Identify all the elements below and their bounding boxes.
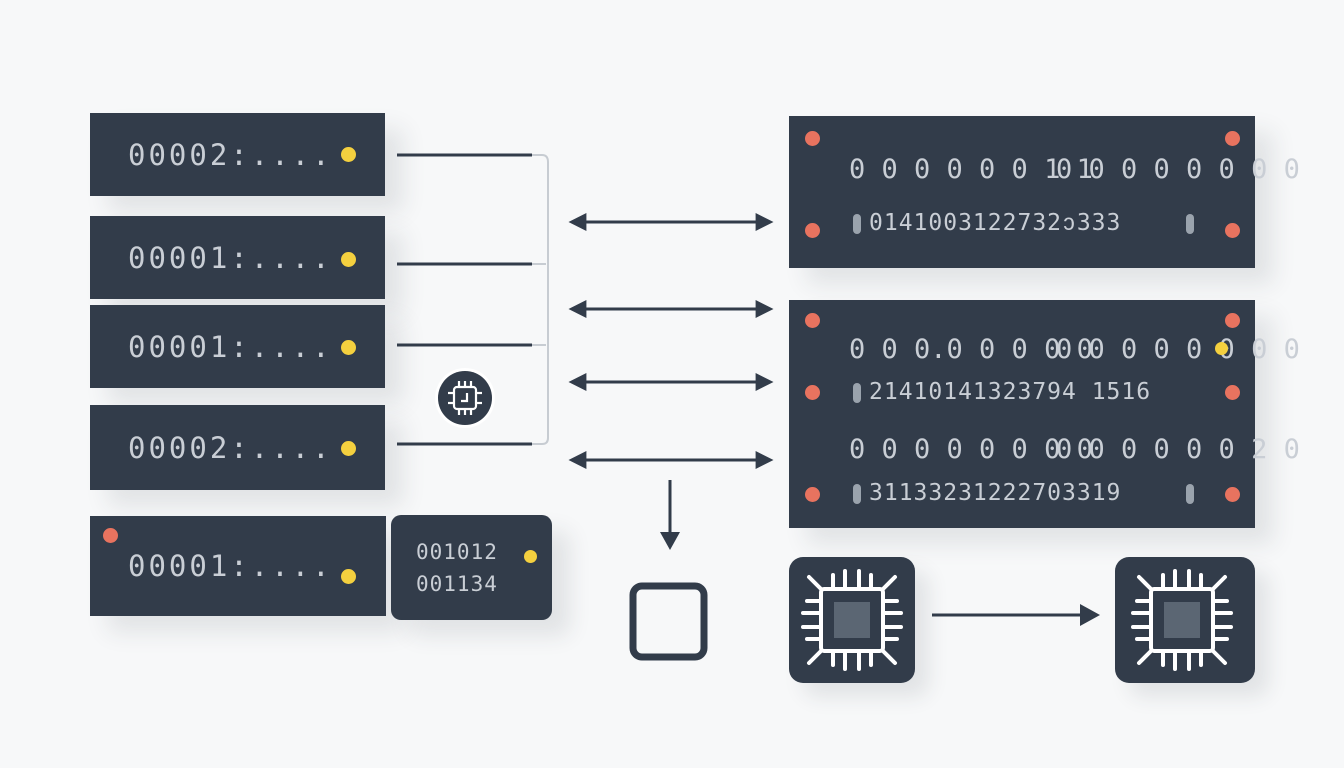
status-dot-red: [1225, 487, 1240, 502]
bracket-left: [853, 383, 861, 403]
status-dot-yellow: [341, 340, 356, 355]
arrow-right-icon: [932, 604, 1100, 626]
register-4-label: 00002:....: [128, 430, 333, 465]
bus-bracket: [532, 154, 549, 445]
status-dot-yellow: [341, 147, 356, 162]
status-dot-red: [805, 487, 820, 502]
memory-top-word-a: 0 0 0 0 0 0 1 1: [849, 154, 1093, 185]
double-arrow-icon: [568, 213, 774, 469]
small-panel-line-1: 001012: [416, 540, 498, 564]
status-dot-red: [1225, 313, 1240, 328]
register-3-label: 00001:....: [128, 329, 333, 364]
bracket-right: [1186, 214, 1194, 234]
register-2: 00001:....: [90, 216, 385, 299]
small-panel-line-2: 001134: [416, 572, 498, 596]
status-dot-yellow: [1215, 342, 1228, 355]
register-1-label: 00002:....: [128, 137, 333, 172]
memory-bottom-word-3b: 0 0 0 0 0 0 2 0: [1056, 434, 1300, 465]
arrow-down-icon: [660, 480, 680, 550]
bracket-right: [1186, 484, 1194, 504]
memory-bottom-word-1b: 0 0 0 0 0 0 0 0: [1056, 334, 1300, 365]
memory-bottom-word-3a: 0 0 0 0 0 0 0 0: [849, 434, 1093, 465]
register-5: 00001:....: [90, 516, 386, 616]
processor-chip-icon: [1131, 569, 1233, 671]
memory-top-row-2: 0141003122732ↄ333: [869, 210, 1122, 236]
status-dot-red: [1225, 223, 1240, 238]
memory-block-bottom: 0 0 0.0 0 0 0 0 0 0 0 0 0 0 0 0 21410141…: [789, 300, 1300, 528]
status-dot-red: [805, 131, 820, 146]
processor-chip-icon: [801, 569, 903, 671]
status-dot-yellow: [341, 252, 356, 267]
memory-bottom-row-2: 21410141323794 1516: [869, 379, 1152, 405]
cpu-block-right: [1115, 557, 1255, 683]
memory-bottom-row-4: 31133231222703319: [869, 480, 1122, 506]
status-dot-red: [1225, 385, 1240, 400]
status-dot-red: [805, 223, 820, 238]
status-dot-red: [805, 313, 820, 328]
register-5-label: 00001:....: [128, 549, 333, 583]
memory-top-word-b: 0 0 0 0 0 0 0 0: [1056, 154, 1300, 185]
register-1: 00002:....: [90, 113, 385, 196]
cpu-block-left: [789, 557, 915, 683]
status-dot-yellow: [341, 569, 356, 584]
register-2-label: 00001:....: [128, 240, 333, 275]
status-dot-yellow: [341, 441, 356, 456]
bracket-left: [853, 214, 861, 234]
memory-bottom-word-1a: 0 0 0.0 0 0 0 0: [849, 334, 1093, 365]
small-memory-panel: 001012 001134: [391, 515, 552, 620]
cpu-chip-icon: [435, 368, 495, 428]
bracket-left: [853, 484, 861, 504]
register-4: 00002:....: [90, 405, 385, 490]
register-3: 00001:....: [90, 305, 385, 388]
square-outline-icon: [629, 582, 708, 661]
memory-block-top: 0 0 0 0 0 0 1 1 0 0 0 0 0 0 0 0 01410031…: [789, 116, 1300, 268]
status-dot-red: [1225, 131, 1240, 146]
status-dot-red: [103, 528, 118, 543]
status-dot-yellow: [524, 550, 537, 563]
status-dot-red: [805, 385, 820, 400]
